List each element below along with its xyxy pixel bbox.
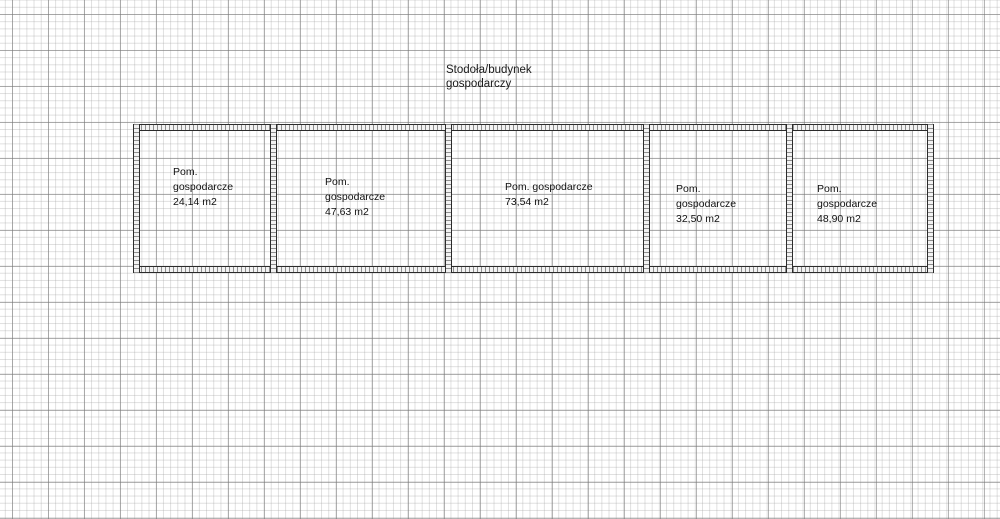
room-label-2: Pom. gospodarcze 47,63 m2 bbox=[325, 176, 386, 218]
building-title: Stodoła/budynek gospodarczy bbox=[446, 64, 532, 90]
room-label-4: Pom. gospodarcze 32,50 m2 bbox=[676, 183, 737, 225]
room-label-3: Pom. gospodarcze 73,54 m2 bbox=[505, 181, 593, 208]
room-label-1: Pom. gospodarcze 24,14 m2 bbox=[173, 166, 234, 208]
wall-exterior-right bbox=[927, 124, 934, 273]
wall-exterior-top bbox=[133, 124, 934, 131]
wall-exterior-left bbox=[133, 124, 140, 273]
wall-partition-2 bbox=[445, 124, 452, 273]
room-label-5: Pom. gospodarcze 48,90 m2 bbox=[817, 183, 878, 225]
wall-partition-1 bbox=[270, 124, 277, 273]
building-outline: Pom. gospodarcze 24,14 m2 Pom. gospodarc… bbox=[133, 124, 934, 273]
wall-partition-3 bbox=[643, 124, 650, 273]
wall-partition-4 bbox=[786, 124, 793, 273]
wall-exterior-bottom bbox=[133, 266, 934, 273]
